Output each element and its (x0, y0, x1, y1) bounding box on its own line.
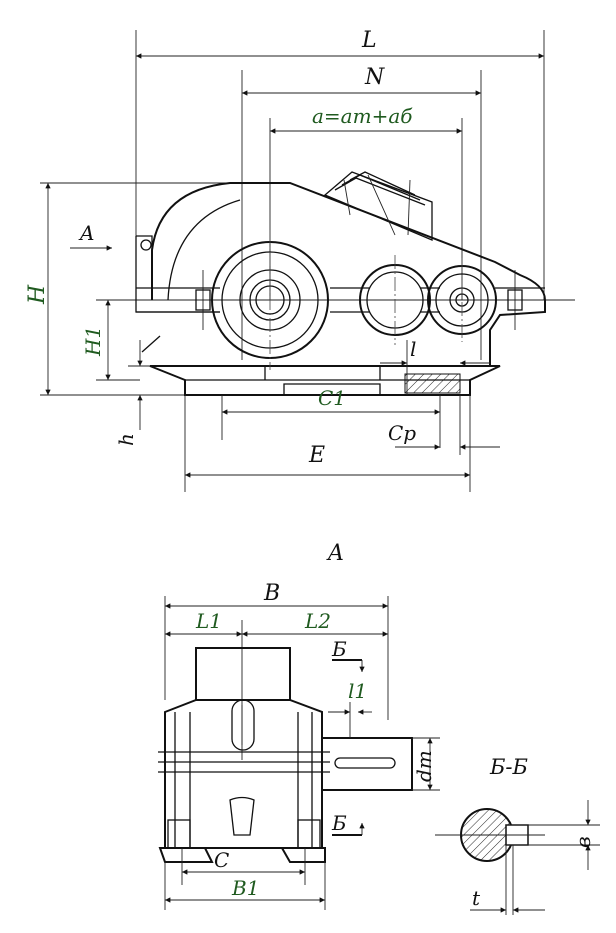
label-a-formula: a=aт+aб (312, 104, 413, 128)
label-h-small: h (114, 433, 138, 446)
inspection-cover (323, 171, 433, 241)
label-b1: B1 (231, 876, 259, 900)
label-section-bb: Б-Б (489, 755, 528, 779)
label-view-a-arrow: A (78, 221, 94, 245)
view-a-keyway (334, 757, 396, 769)
bearing-housing-left (211, 230, 329, 370)
lifting-eye (140, 239, 152, 251)
base-chamfer (141, 335, 161, 353)
view-a-foot-right (297, 819, 321, 849)
view-a-top-housing (195, 647, 291, 701)
view-a-output-shaft (321, 737, 413, 791)
label-e: E (308, 443, 325, 468)
view-a-feet (158, 847, 326, 863)
foot-webs (264, 366, 381, 380)
label-b: B (263, 581, 280, 606)
label-l1-view: L1 (195, 609, 222, 633)
label-c1: C1 (318, 386, 346, 410)
front-view: L N a=aт+aб H H1 A l C1 Cp h E (25, 28, 575, 492)
label-h: H (25, 284, 50, 305)
bearing-housing-right (427, 258, 497, 342)
view-a-foot-left (167, 819, 191, 849)
label-n: N (364, 65, 385, 90)
label-l: L (361, 28, 377, 53)
label-l-small: l (410, 337, 416, 361)
label-l1-small: l1 (348, 679, 367, 703)
section-bb: Б-Б в t (435, 755, 600, 915)
label-h1: H1 (81, 326, 105, 357)
label-cut-top: Б (331, 637, 347, 661)
label-view-a-title: A (326, 541, 344, 566)
bearing-housing-middle (359, 255, 431, 345)
housing-left-lug (135, 235, 220, 313)
label-t: t (472, 886, 481, 910)
view-a-slot (231, 699, 255, 751)
flange-bolts (195, 270, 523, 330)
view-a-drain-plug (229, 796, 255, 836)
housing-inner-curve (167, 199, 241, 301)
view-a-flange (158, 751, 330, 773)
view-a: B L1 L2 Б l1 dт Б C B1 (158, 581, 440, 910)
foot-section-hatch (404, 373, 461, 394)
label-dt: dт (412, 750, 436, 782)
view-a-ribs (174, 712, 313, 848)
label-cp: Cp (388, 421, 416, 445)
base-recess (283, 383, 381, 395)
label-l2-view: L2 (304, 609, 331, 633)
label-cut-bottom: Б (331, 811, 347, 835)
label-c: C (214, 848, 229, 872)
label-b-keyway: в (571, 836, 595, 848)
housing-outline (151, 182, 546, 366)
